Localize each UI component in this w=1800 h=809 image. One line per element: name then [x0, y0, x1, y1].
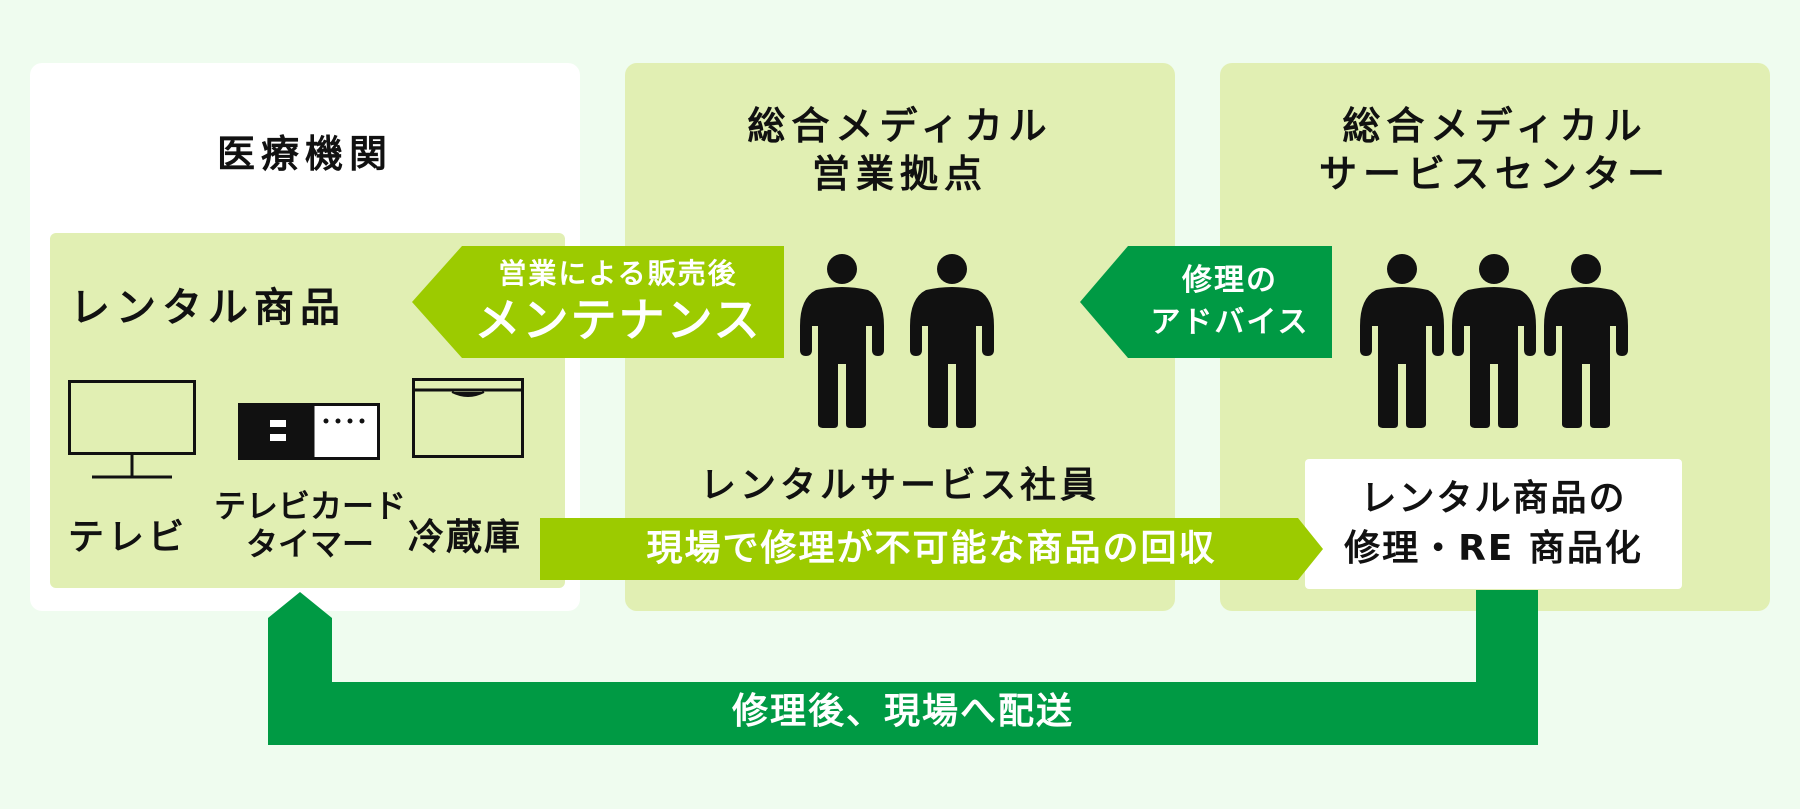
maintenance-arrow — [412, 246, 784, 358]
maintenance-line2: メンテナンス — [474, 293, 762, 347]
sales-base-title: 総合メディカル 営業拠点 — [625, 102, 1175, 198]
maintenance-line1: 営業による販売後 — [498, 257, 738, 290]
delivery-arrow — [268, 590, 1538, 745]
service-center-title: 総合メディカル サービスセンター — [1220, 102, 1770, 198]
medical-institution-title: 医療機関 — [30, 130, 580, 178]
product-label-timer-line2: タイマー — [245, 525, 374, 563]
repair-re-line1: レンタル商品の — [1360, 478, 1627, 519]
repair-re-line2: 修理・RE 商品化 — [1344, 528, 1643, 569]
advice-arrow — [1080, 246, 1332, 358]
tv-card-timer-icon — [238, 403, 380, 460]
delivery-arrow-label: 修理後、現場へ配送 — [731, 691, 1074, 732]
collection-arrow — [540, 518, 1323, 580]
product-label-tv: テレビ — [68, 517, 189, 558]
sales-title-line1: 総合メディカル — [747, 104, 1053, 148]
repair-re-label: レンタル商品の 修理・RE 商品化 — [1305, 474, 1682, 574]
person-icon — [910, 254, 994, 428]
tv-icon — [68, 380, 196, 479]
rental-products-title: レンタル商品 — [70, 285, 346, 331]
rental-service-staff-label: レンタルサービス社員 — [699, 465, 1100, 506]
product-label-refrigerator: 冷蔵庫 — [408, 517, 523, 558]
medical-title-text: 医療機関 — [216, 132, 393, 176]
person-icon — [1544, 254, 1628, 428]
product-label-timer-line1: テレビカード — [213, 487, 406, 525]
collection-arrow-label: 現場で修理が不可能な商品の回収 — [646, 528, 1217, 569]
advice-arrow-label: 修理の アドバイス — [1128, 260, 1332, 344]
advice-line1: 修理の — [1182, 263, 1278, 298]
person-icon — [800, 254, 884, 428]
person-icon — [1452, 254, 1536, 428]
center-title-line1: 総合メディカル — [1342, 104, 1648, 148]
product-label-tv-card-timer: テレビカード タイマー — [205, 487, 415, 563]
advice-line2: アドバイス — [1150, 305, 1310, 340]
repair-re-box — [1305, 459, 1682, 589]
maintenance-arrow-label: 営業による販売後 メンテナンス — [460, 256, 776, 348]
person-icon — [1360, 254, 1444, 428]
sales-title-line2: 営業拠点 — [811, 152, 988, 196]
center-title-line2: サービスセンター — [1318, 152, 1671, 196]
refrigerator-icon — [412, 378, 524, 458]
